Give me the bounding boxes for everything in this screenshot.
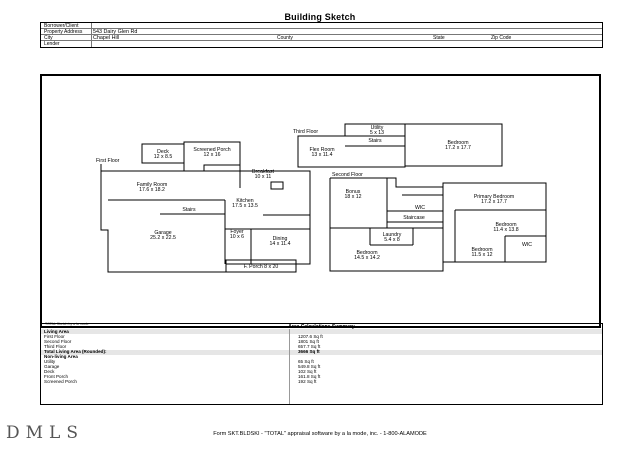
area-table-title: Area Calculations Summary xyxy=(288,324,355,330)
address-value: 543 Dairy Glen Rd xyxy=(93,29,138,35)
area-value: 549.8 Sq ft xyxy=(298,364,321,369)
area-value: 657.7 Sq ft xyxy=(298,344,321,349)
document-title: Building Sketch xyxy=(284,12,356,22)
non-living-band xyxy=(41,350,602,355)
area-value: 1207.6 Sq ft xyxy=(298,334,323,339)
sketch-frame xyxy=(40,74,601,328)
property-header: Borrower/Client Property Address 543 Dai… xyxy=(40,22,603,48)
area-name: Screened Porch xyxy=(44,379,77,384)
area-name: Utility xyxy=(44,359,56,364)
area-name: Second Floor xyxy=(44,339,72,344)
non-living-header-label: Non-living Area xyxy=(44,354,78,359)
lender-label: Lender xyxy=(44,41,60,47)
area-value: 102 Sq ft xyxy=(298,369,317,374)
area-calculations-table: Area Calculations Summary Living Area Fi… xyxy=(40,323,603,405)
address-row: Property Address 543 Dairy Glen Rd xyxy=(41,29,602,35)
lender-row: Lender xyxy=(41,41,602,47)
area-name: Third Floor xyxy=(44,344,67,349)
borrower-row: Borrower/Client xyxy=(41,23,602,29)
living-area-band xyxy=(41,329,602,334)
total-living-value: 3666 Sq ft xyxy=(298,349,320,354)
borrower-label: Borrower/Client xyxy=(44,23,79,29)
area-name: Front Porch xyxy=(44,374,68,379)
form-footer: Form SKT.BLDSKI - "TOTAL" appraisal soft… xyxy=(213,431,427,437)
city-row: City Chapel Hill County State Zip Code xyxy=(41,35,602,41)
area-value: 65 Sq ft xyxy=(298,359,314,364)
header-divider xyxy=(91,23,92,47)
area-name: Garage xyxy=(44,364,60,369)
city-value: Chapel Hill xyxy=(93,35,120,41)
area-name: First Floor xyxy=(44,334,65,339)
city-label: City xyxy=(44,35,53,41)
area-value: 1801 Sq ft xyxy=(298,339,319,344)
state-label: State xyxy=(433,35,445,41)
total-living-label: Total Living Area (Rounded): xyxy=(44,349,107,354)
area-name: Deck xyxy=(44,369,55,374)
sketch-credit: TOTAL Sketch by a la mode xyxy=(45,322,89,326)
area-value: 192 Sq ft xyxy=(298,379,317,384)
column-divider xyxy=(289,329,290,404)
address-label: Property Address xyxy=(44,29,83,35)
area-value: 161.8 Sq ft xyxy=(298,374,321,379)
zip-label: Zip Code xyxy=(491,35,512,41)
living-area-header-label: Living Area xyxy=(44,329,69,334)
dmls-logo: DMLS xyxy=(6,423,84,443)
county-label: County xyxy=(277,35,293,41)
